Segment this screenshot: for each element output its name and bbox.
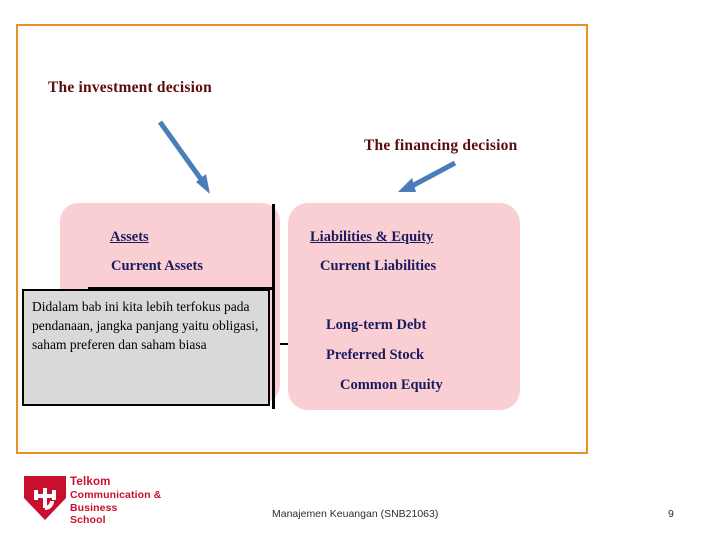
liabilities-item-long-term-debt: Long-term Debt: [326, 317, 427, 333]
assets-item-current-assets: Current Assets: [111, 258, 203, 274]
footer-page-number: 9: [668, 508, 674, 520]
telkom-logo-mark-icon: [24, 476, 66, 520]
liabilities-heading: Liabilities & Equity: [310, 229, 434, 245]
investment-decision-label: The investment decision: [48, 79, 212, 96]
footer-course-label: Manajemen Keuangan (SNB21063): [272, 508, 439, 520]
balance-sheet-divider: [272, 204, 275, 409]
financing-decision-label: The financing decision: [364, 137, 518, 154]
slide-border-frame: [16, 24, 588, 454]
liabilities-equity-box: [288, 203, 520, 410]
liabilities-item-preferred-stock: Preferred Stock: [326, 347, 425, 363]
liabilities-item-common-equity: Common Equity: [340, 377, 443, 393]
telkom-logo: Telkom Communication & Business School: [24, 476, 174, 526]
telkom-logo-text: Telkom Communication & Business School: [70, 476, 161, 527]
logo-line-3: Business: [70, 501, 118, 514]
assets-underline-rule: [88, 287, 275, 290]
indonesian-note-callout: Didalam bab ini kita lebih terfokus pada…: [22, 289, 270, 406]
logo-line-4: School: [70, 514, 106, 526]
assets-heading: Assets: [110, 229, 149, 245]
logo-line-2: Communication &: [70, 489, 162, 501]
liabilities-item-current-liabilities: Current Liabilities: [320, 258, 437, 274]
logo-name: Telkom: [70, 476, 111, 488]
